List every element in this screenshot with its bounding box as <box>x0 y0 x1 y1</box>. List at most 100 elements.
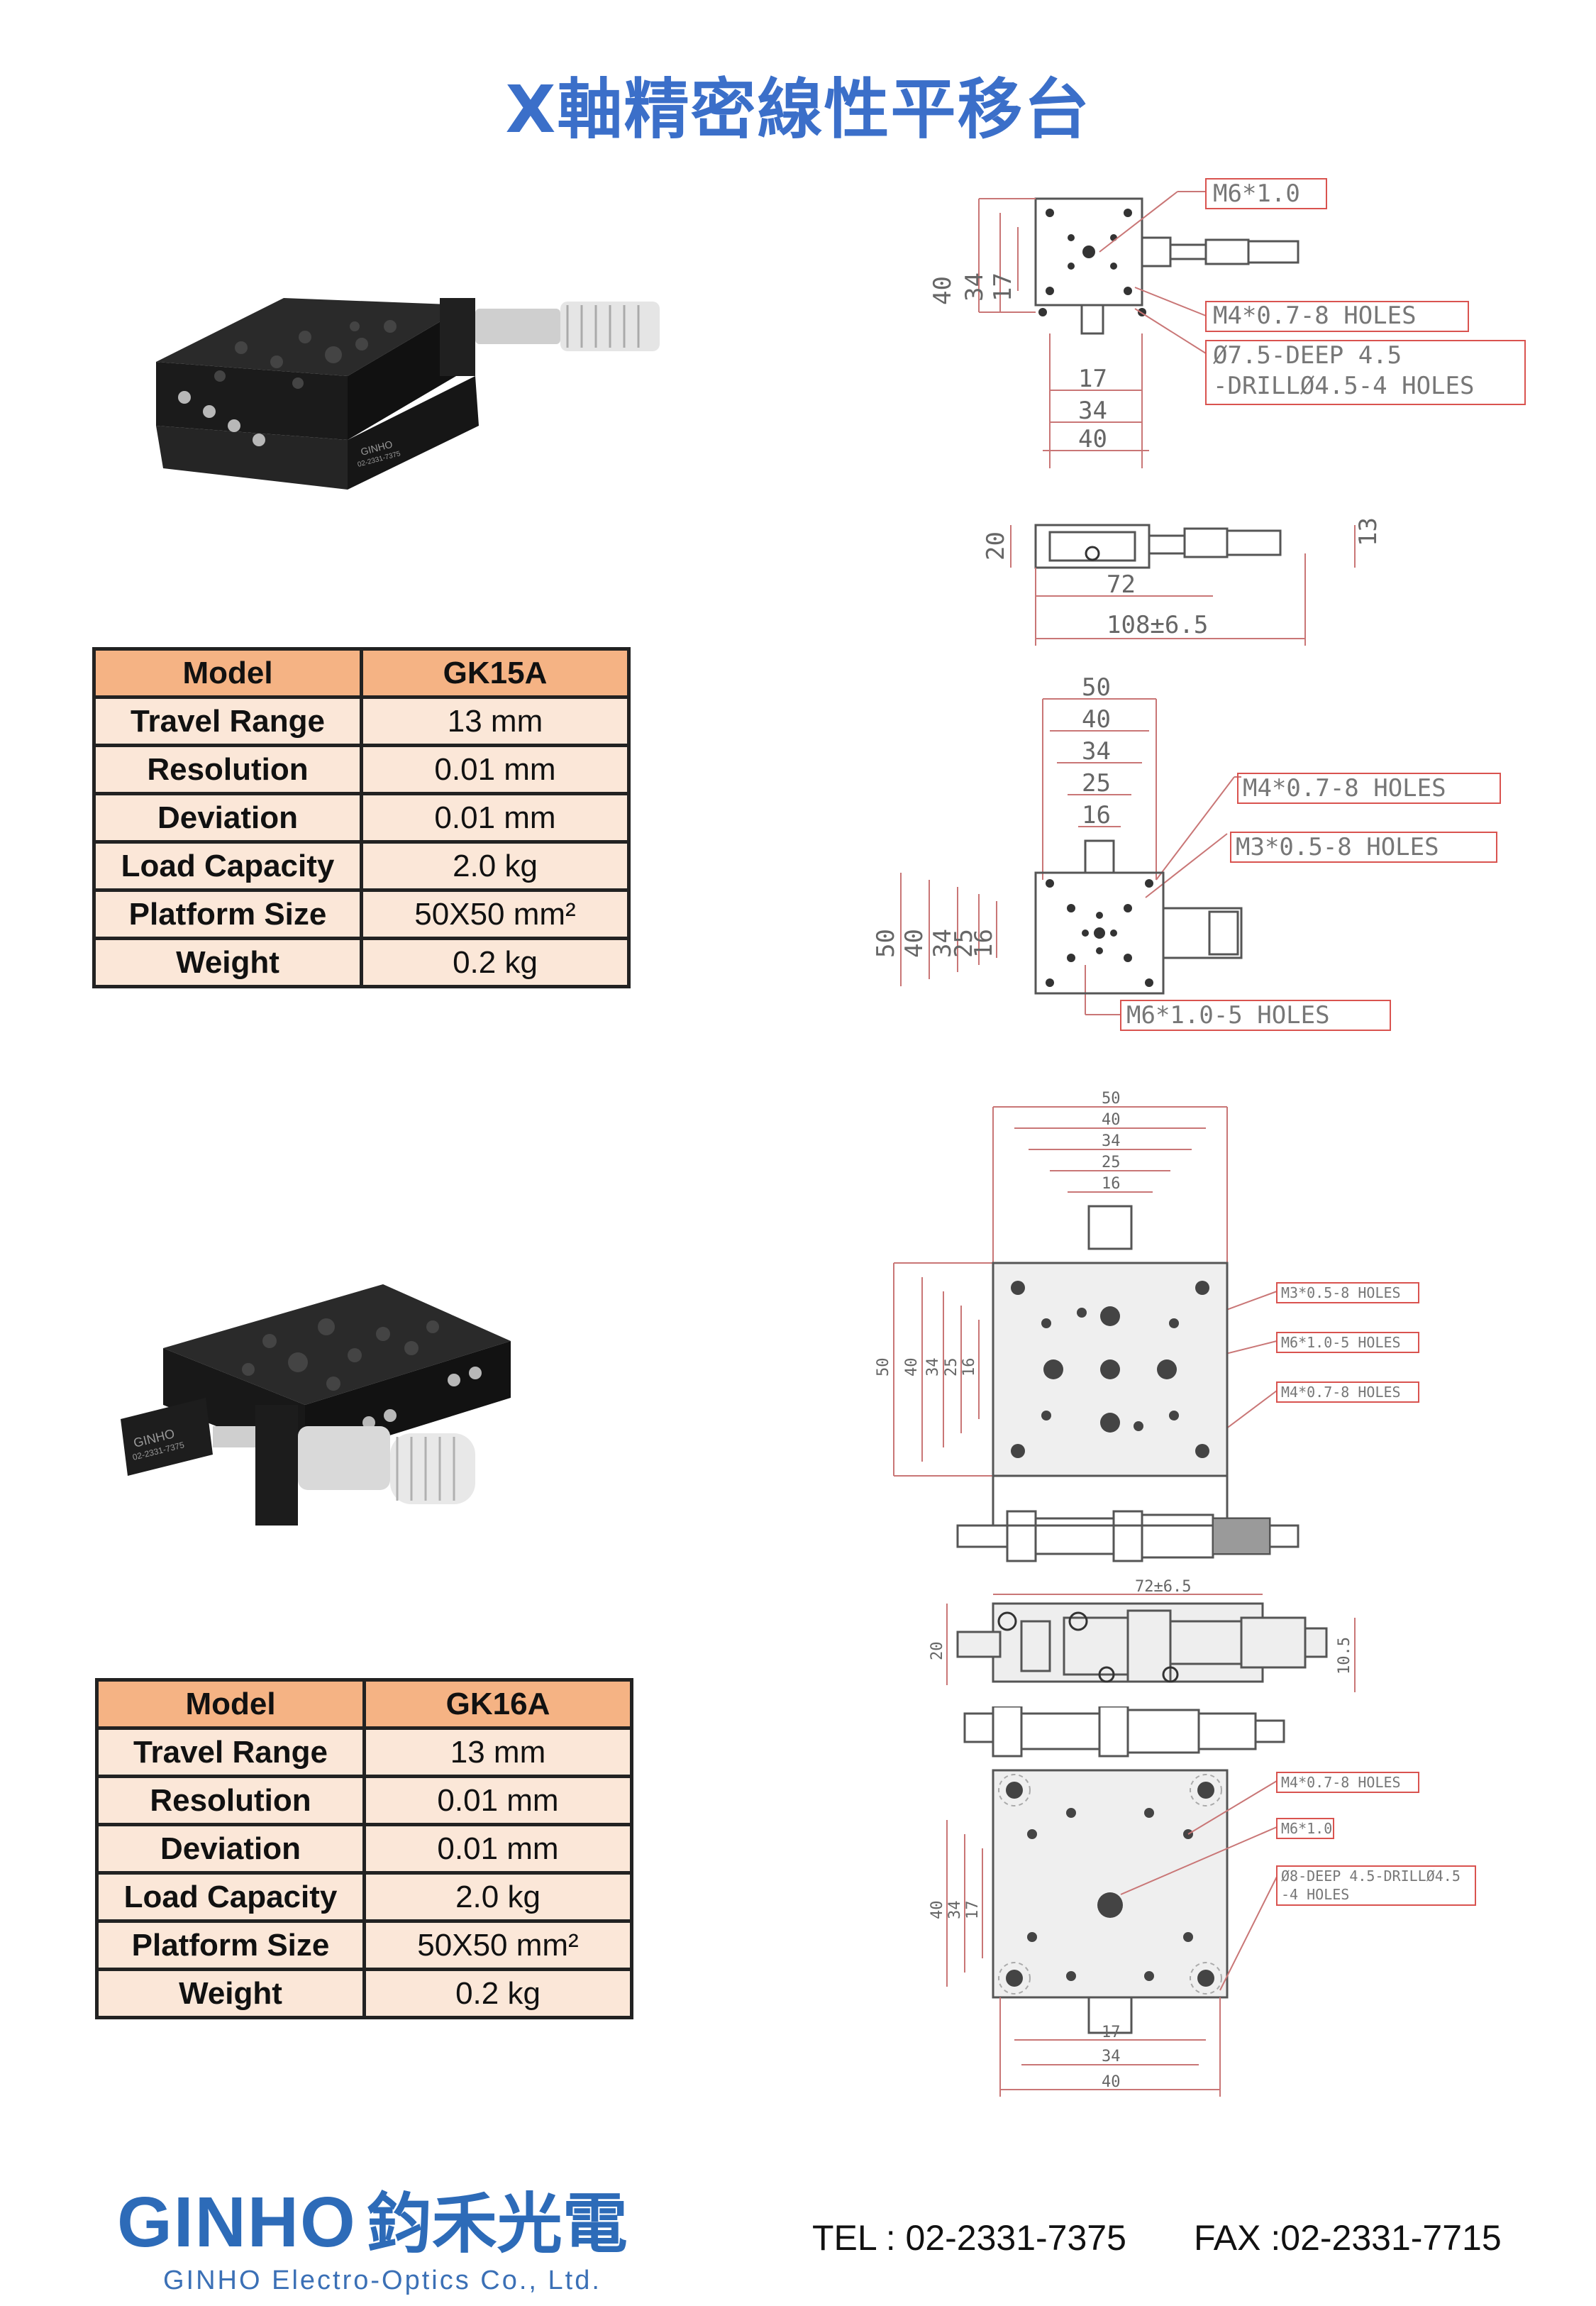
dimension-label: 34 <box>1082 737 1111 766</box>
spec-value: 0.01 mm <box>362 1823 633 1875</box>
dimension-label: 50 <box>872 929 900 958</box>
spec-key: Deviation <box>95 1823 366 1875</box>
spec-value: 0.01 mm <box>360 744 631 795</box>
page-title: X軸精密線性平移台 <box>505 72 1091 148</box>
spec-key: Platform Size <box>92 888 363 940</box>
spec-value: 2.0 kg <box>362 1871 633 1923</box>
spec-value: 0.2 kg <box>360 937 631 988</box>
spec-key: Travel Range <box>95 1726 366 1778</box>
dimension-label: 40 <box>1102 1111 1121 1129</box>
spec-value: 0.2 kg <box>362 1968 633 2019</box>
dimension-label: 25 <box>950 929 978 958</box>
callout-label: -DRILLØ4.5-4 HOLES <box>1213 372 1474 400</box>
drawing-gk16a-bottom: 40 34 17 17 34 40 M4*0.7-8 HOLES M6*1.0 … <box>929 1706 1476 2097</box>
callout-label: Ø8-DEEP 4.5-DRILLØ4.5 <box>1281 1868 1461 1885</box>
spec-key: Model <box>92 647 363 699</box>
spec-value: 13 mm <box>362 1726 633 1778</box>
drawing-gk16a-top: 50 40 34 25 16 50 40 34 25 16 M3*0.5-8 H… <box>875 1090 1419 1562</box>
dimension-label: 16 <box>970 929 998 958</box>
spec-value: GK15A <box>360 647 631 699</box>
spec-value: 13 mm <box>360 695 631 747</box>
dimension-label: 40 <box>929 1901 946 1920</box>
dimension-label: 25 <box>1082 769 1111 798</box>
dimension-label: 10.5 <box>1336 1637 1353 1675</box>
company-name: GINHO Electro-Optics Co., Ltd. <box>163 2266 602 2295</box>
spec-key: Resolution <box>92 744 363 795</box>
dimension-label: 17 <box>1102 2024 1121 2041</box>
dimension-label: 72±6.5 <box>1135 1579 1191 1596</box>
spec-value: 0.01 mm <box>362 1775 633 1826</box>
dimension-label: 34 <box>1102 1132 1121 1150</box>
dimension-label: 40 <box>903 1358 921 1377</box>
callout-label: M3*0.5-8 HOLES <box>1236 833 1439 861</box>
spec-key: Model <box>95 1678 366 1730</box>
dimension-label: 108±6.5 <box>1107 611 1208 639</box>
brand-name-cn: 鈞禾光電 <box>366 2186 628 2262</box>
callout-label: M4*0.7-8 HOLES <box>1281 1384 1401 1401</box>
drawing-gk15a-top: M6*1.0 M4*0.7-8 HOLES Ø7.5-DEEP 4.5 -DRI… <box>929 178 1526 646</box>
spec-key: Load Capacity <box>95 1871 366 1923</box>
contact-tel: TEL : 02-2331-7375 <box>812 2218 1126 2258</box>
dimension-label: 17 <box>989 272 1017 302</box>
callout-label: M4*0.7-8 HOLES <box>1243 774 1446 802</box>
dimension-label: 16 <box>960 1358 978 1377</box>
product-photo-gk16a: GINHO 02-2331-7375 <box>121 1284 511 1526</box>
spec-key: Weight <box>95 1968 366 2019</box>
dimension-label: 34 <box>1078 397 1107 425</box>
spec-key: Travel Range <box>92 695 363 747</box>
dimension-label: 50 <box>875 1358 892 1377</box>
dimension-label: 34 <box>946 1901 964 1920</box>
spec-value: 0.01 mm <box>360 792 631 844</box>
callout-label: M4*0.7-8 HOLES <box>1281 1774 1401 1791</box>
contact-fax: FAX :02-2331-7715 <box>1194 2218 1502 2258</box>
spec-value: GK16A <box>362 1678 633 1730</box>
dimension-label: 50 <box>1082 673 1111 702</box>
dimension-label: 25 <box>1102 1154 1121 1171</box>
dimension-label: 40 <box>929 276 957 305</box>
drawing-gk15a-bottom: 50 40 34 25 16 50 40 34 25 16 M4*0.7-8 H… <box>872 673 1501 1031</box>
dimension-label: 17 <box>1078 365 1107 393</box>
dimension-label: 50 <box>1102 1090 1121 1108</box>
dimension-label: 17 <box>964 1901 982 1920</box>
dimension-label: 40 <box>1082 705 1111 734</box>
spec-value: 2.0 kg <box>360 840 631 892</box>
drawing-gk16a-side: 72±6.5 20 10.5 <box>929 1579 1356 1692</box>
callout-label: M6*1.0 <box>1281 1820 1332 1837</box>
callout-label: -4 HOLES <box>1281 1886 1349 1903</box>
callout-label: M6*1.0 <box>1213 180 1300 208</box>
callout-label: M6*1.0-5 HOLES <box>1126 1001 1330 1030</box>
dimension-label: 34 <box>1102 2048 1121 2065</box>
spec-key: Resolution <box>95 1775 366 1826</box>
dimension-label: 40 <box>1102 2073 1121 2091</box>
dimension-label: 40 <box>1078 425 1107 453</box>
dimension-label: 16 <box>1102 1175 1121 1193</box>
dimension-label: 34 <box>924 1358 942 1377</box>
spec-key: Load Capacity <box>92 840 363 892</box>
dimension-label: 20 <box>929 1642 946 1661</box>
product-photo-gk15a: GINHO 02-2331-7375 <box>156 298 660 490</box>
callout-label: M3*0.5-8 HOLES <box>1281 1284 1401 1301</box>
dimension-label: 16 <box>1082 801 1111 829</box>
dimension-label: 34 <box>960 272 989 302</box>
spec-value: 50X50 mm² <box>362 1919 633 1971</box>
spec-value: 50X50 mm² <box>360 888 631 940</box>
spec-key: Weight <box>92 937 363 988</box>
brand-name: GINHO <box>117 2183 357 2262</box>
callout-label: M4*0.7-8 HOLES <box>1213 302 1417 330</box>
